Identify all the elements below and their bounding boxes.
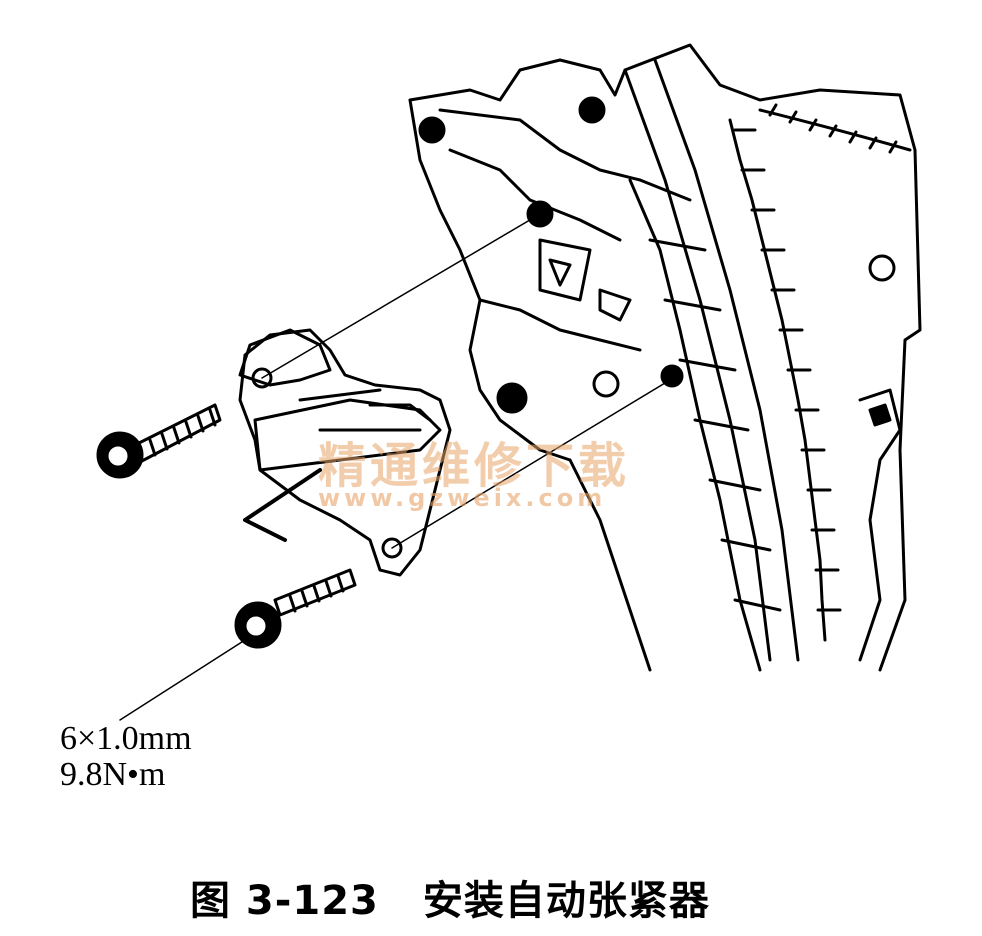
timing-chain bbox=[728, 118, 827, 642]
bracket-window-2 bbox=[598, 288, 632, 322]
chain-links bbox=[733, 128, 842, 612]
tensioner-flange-top bbox=[238, 328, 332, 387]
tensioner-body bbox=[238, 328, 452, 577]
cover-lower-edge bbox=[568, 458, 652, 672]
watermark-url: www.gzweix.com bbox=[318, 484, 607, 512]
bolt-size-label: 6×1.0mm bbox=[60, 720, 192, 757]
cover-hole-4 bbox=[496, 382, 528, 414]
cover-hole-5 bbox=[592, 370, 620, 398]
leader-line-top bbox=[261, 213, 541, 379]
tensioner-mount-hole-bottom bbox=[381, 537, 403, 559]
watermark-text: 精通维修下载 bbox=[318, 438, 631, 494]
cover-rib-2 bbox=[448, 148, 622, 242]
engine-block-outline bbox=[408, 43, 922, 672]
cover-hole-7 bbox=[868, 254, 896, 282]
lower-bolt bbox=[234, 568, 357, 649]
figure-caption: 图 3-123 安装自动张紧器 bbox=[190, 868, 710, 926]
tensioner-body-detail bbox=[298, 388, 432, 432]
bracket-window-3 bbox=[548, 258, 572, 287]
figure-title: 安装自动张紧器 bbox=[422, 878, 710, 924]
right-housing bbox=[858, 388, 902, 662]
tensioner-mount-hole-top bbox=[251, 367, 273, 389]
upper-bolt bbox=[96, 403, 222, 479]
stopper-pin bbox=[243, 468, 322, 542]
cover-rib-1 bbox=[438, 108, 642, 182]
right-housing-detail bbox=[868, 403, 892, 427]
chain-guide-inner bbox=[653, 58, 800, 662]
spec-leader-line bbox=[119, 639, 246, 721]
cam-sprocket-teeth bbox=[768, 103, 898, 154]
leader-line-bottom bbox=[391, 379, 671, 549]
bracket-window-1 bbox=[538, 238, 592, 302]
chain-guide-rib bbox=[638, 178, 782, 612]
figure-number: 图 3-123 bbox=[190, 878, 379, 924]
torque-label: 9.8N•m bbox=[60, 756, 166, 793]
tensioner-plunger bbox=[253, 398, 442, 472]
chain-guide-outer bbox=[623, 68, 772, 662]
cover-rib-3 bbox=[478, 298, 642, 352]
tensioner-arm bbox=[628, 178, 762, 672]
cover-hole-1 bbox=[418, 116, 446, 144]
cover-hole-3 bbox=[578, 96, 606, 124]
timing-cover-left bbox=[408, 98, 572, 462]
